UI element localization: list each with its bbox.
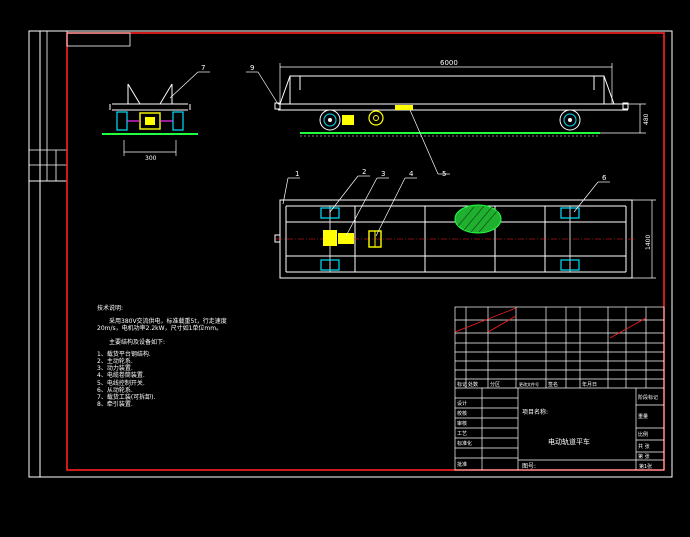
rev-col-sign: 签名 <box>548 381 558 388</box>
drawing-no-label: 图号: <box>522 463 536 470</box>
rev-col-count: 处数 <box>468 381 478 388</box>
drawing-name: 电动轨道平车 <box>548 437 590 446</box>
leader-lines <box>169 71 610 237</box>
rev-col-date: 年月日 <box>582 381 597 388</box>
end-view: 300 <box>102 83 198 162</box>
balloon-6: 6 <box>602 174 607 182</box>
rev-col-zone: 分区 <box>490 381 500 388</box>
cargo-fixture-plan <box>454 204 502 234</box>
wheel-right <box>559 109 581 131</box>
sig-approve: 批准 <box>457 461 467 468</box>
notes-item-6: 6、从动轮系. <box>97 386 133 394</box>
border-top-tab <box>66 32 131 47</box>
wheel-left <box>319 109 341 131</box>
notes-item-8: 8、牵引装置. <box>97 401 133 409</box>
scale-label: 比例 <box>638 431 648 438</box>
left-stamp-table <box>28 30 68 182</box>
width-dimension-text: 1400 <box>645 235 652 250</box>
balloon-4: 4 <box>409 170 414 178</box>
balloon-9: 9 <box>250 64 254 72</box>
technical-notes: 技术说明: 采用380V交流供电，标准载重5t，行走速度20m/s，电机功率2.… <box>97 305 247 408</box>
rev-col-doc: 更改文件号 <box>519 381 539 387</box>
rev-col-mark: 标记 <box>457 381 467 388</box>
title-block-grid <box>454 306 665 471</box>
cable-reel-side <box>368 110 384 126</box>
balloon-5: 5 <box>442 170 446 178</box>
length-dimension-text: 6000 <box>440 59 458 67</box>
project-label: 项目名称: <box>522 408 548 416</box>
notes-item-3: 3、动力装置. <box>97 365 133 373</box>
notes-item-4: 4、电缆卷筒装置. <box>97 372 145 380</box>
length-dimension <box>279 63 613 104</box>
height-dimension-text: 480 <box>643 113 650 125</box>
sig-design: 设计 <box>457 400 467 407</box>
balloon-2: 2 <box>362 168 366 176</box>
total-sheets-label: 共 张 <box>638 443 650 450</box>
balloon-3: 3 <box>381 170 385 178</box>
plan-view: 1400 <box>274 199 656 279</box>
stage-label: 阶段标记 <box>638 394 658 401</box>
notes-item-7: 7、载货工装(可拆卸). <box>97 394 156 402</box>
sheet-label: 第 张 <box>638 453 650 460</box>
side-view: 6000 480 <box>274 59 650 137</box>
balloon-1: 1 <box>295 170 299 178</box>
drawing-border <box>66 32 665 471</box>
notes-title: 技术说明: <box>97 305 124 312</box>
balloon-7: 7 <box>201 64 205 72</box>
motor-side <box>342 115 354 125</box>
switch-side <box>395 105 413 110</box>
sig-review: 审核 <box>457 420 467 427</box>
notes-paragraph: 采用380V交流供电，标准载重5t，行走速度20m/s，电机功率2.2kW，尺寸… <box>97 318 227 333</box>
sheet-count: 第1张 <box>639 463 652 470</box>
outer-frame <box>28 30 673 478</box>
gauge-dimension-text: 300 <box>145 155 157 162</box>
sig-process: 工艺 <box>457 431 467 437</box>
weight-label: 重量 <box>638 413 648 420</box>
sig-check: 校核 <box>457 410 467 417</box>
notes-subtitle: 主要结构及设备如下: <box>109 338 166 346</box>
drive-axle-plan <box>320 206 354 272</box>
notes-item-1: 1、载货平台钢结构. <box>97 350 151 358</box>
notes-item-5: 5、电线控制开关. <box>97 379 145 387</box>
notes-item-2: 2、主动轮系. <box>97 358 133 366</box>
sig-standard: 标准化 <box>457 440 472 447</box>
driven-axle-plan <box>560 206 580 272</box>
title-block-red-lines <box>454 307 647 339</box>
